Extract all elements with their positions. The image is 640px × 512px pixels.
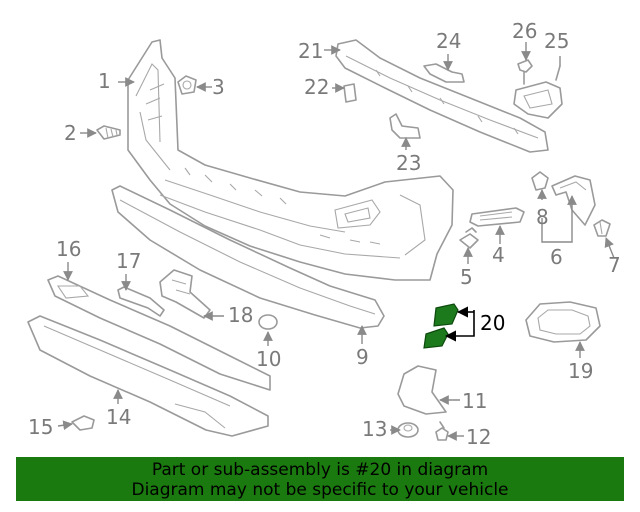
label-22: 22 (304, 75, 329, 99)
part-22-clip (343, 83, 357, 103)
label-10: 10 (256, 347, 281, 371)
label-9: 9 (356, 345, 369, 369)
banner-line-1: Part or sub-assembly is #20 in diagram (151, 460, 489, 480)
label-2: 2 (64, 121, 77, 145)
part-13-nut (397, 422, 419, 438)
label-8: 8 (536, 205, 549, 229)
label-7: 7 (608, 253, 621, 277)
info-banner: Part or sub-assembly is #20 in diagram D… (16, 457, 624, 501)
part-24-wire (423, 63, 465, 83)
part-15-screw (71, 415, 95, 431)
label-25: 25 (544, 29, 569, 53)
label-3: 3 (212, 75, 225, 99)
part-21-reinforcement (335, 39, 549, 153)
label-14: 14 (106, 405, 131, 429)
part-25-sensor-bracket (513, 65, 563, 119)
part-12-bolt (435, 421, 449, 441)
part-9-lower-spoiler (111, 185, 385, 329)
part-20-brackets (423, 303, 459, 349)
label-23: 23 (396, 151, 421, 175)
label-16: 16 (56, 237, 81, 261)
label-4: 4 (492, 243, 505, 267)
part-26-bolt (517, 59, 533, 85)
part-23-bracket (389, 113, 421, 139)
part-6-bracket (551, 175, 596, 226)
part-19-bezel (525, 301, 601, 343)
label-5: 5 (460, 265, 473, 289)
part-11-guard (397, 365, 447, 415)
part-10-plug (258, 314, 278, 330)
part-1-bumper-cover (127, 39, 454, 281)
part-2-screw (96, 125, 121, 140)
part-4-reflector (469, 207, 525, 227)
label-17: 17 (116, 249, 141, 273)
part-18-bracket (159, 269, 211, 319)
part-labels: 1 2 3 4 5 6 7 8 9 10 11 12 13 14 15 16 1… (28, 19, 621, 449)
part-14-lower-panel (27, 315, 269, 437)
label-12: 12 (466, 425, 491, 449)
label-19: 19 (568, 359, 593, 383)
label-15: 15 (28, 415, 53, 439)
label-26: 26 (512, 19, 537, 43)
part-16-undercover (47, 275, 271, 391)
banner-line-2: Diagram may not be specific to your vehi… (131, 480, 509, 500)
label-18: 18 (228, 303, 253, 327)
part-3-clip (177, 75, 197, 95)
part-5-bolt (459, 227, 479, 249)
parts-diagram: 1 2 3 4 5 6 7 8 9 10 11 12 13 14 15 16 1… (27, 19, 621, 449)
label-6: 6 (550, 245, 563, 269)
label-13: 13 (362, 417, 387, 441)
leader-lines (57, 42, 615, 441)
label-1: 1 (98, 69, 111, 93)
label-11: 11 (462, 389, 487, 413)
part-17-strip (117, 286, 165, 317)
part-8-clip (531, 171, 549, 191)
label-24: 24 (436, 29, 461, 53)
label-20: 20 (480, 311, 505, 335)
label-21: 21 (298, 39, 323, 63)
part-7-screw (593, 219, 611, 237)
